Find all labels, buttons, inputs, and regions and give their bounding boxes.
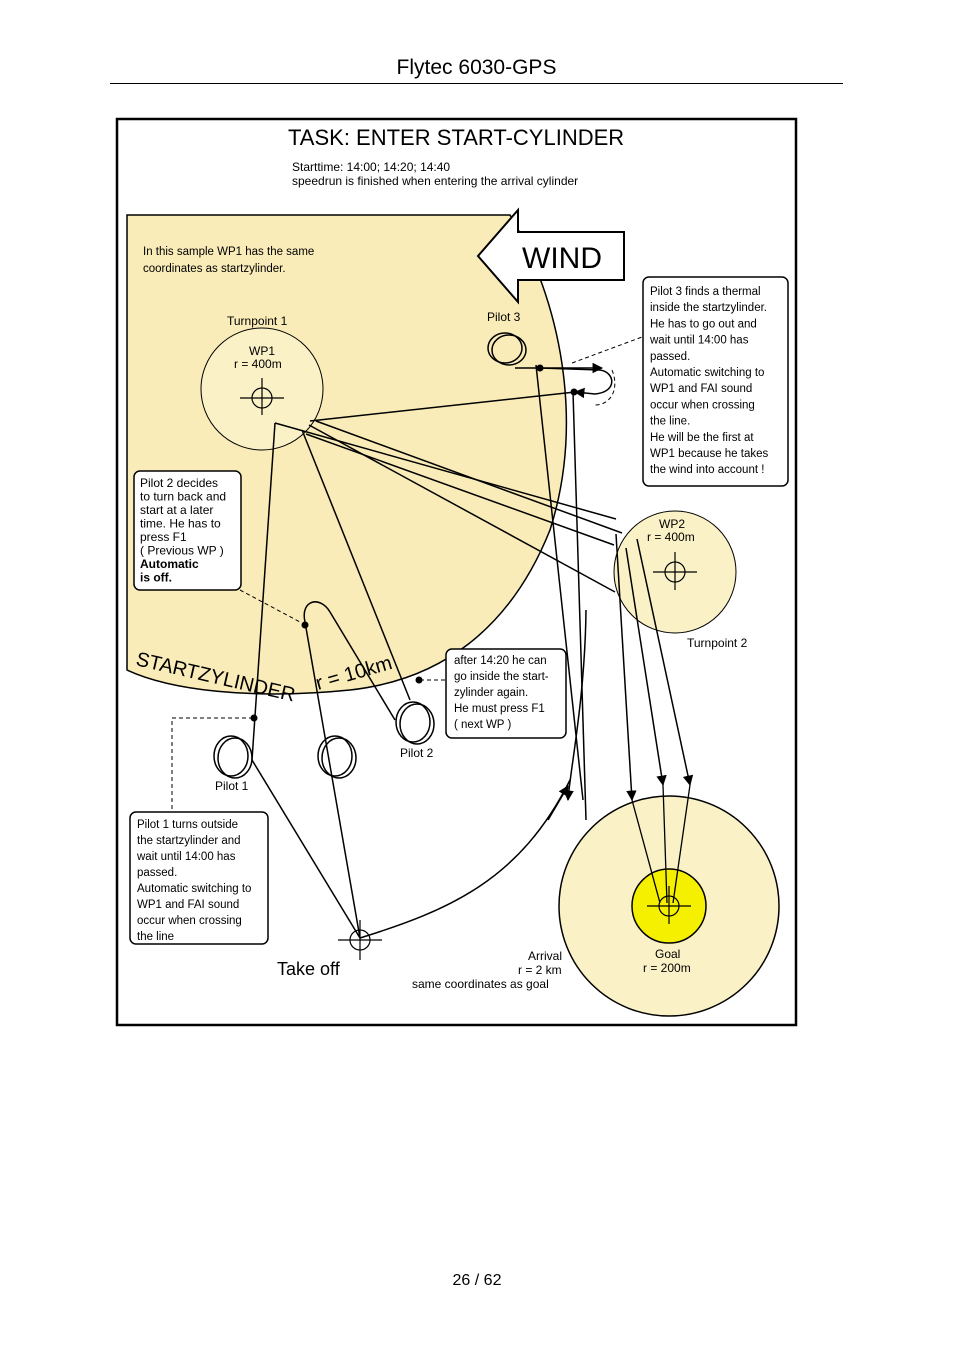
pilot3-box-line: WP1 because he takes [650, 448, 769, 460]
pilot3-box-line: passed. [650, 351, 690, 363]
pilot3-box-line: wait until 14:00 has [649, 335, 749, 347]
pilot1-box [129, 811, 269, 945]
diagram-subtitle-1: Starttime: 14:00; 14:20; 14:40 [292, 160, 450, 174]
after-box-line: He must press F1 [454, 703, 545, 715]
pilot3-box-line: Automatic switching to [650, 367, 764, 379]
wp1-crosshair-icon [240, 378, 284, 415]
pilot2-box-line: press F1 [140, 530, 187, 544]
after-box-line: ( next WP ) [454, 719, 511, 731]
pilot1-box-text: Pilot 1 turns outside the startzylinder a… [136, 819, 251, 943]
pilot3-label: Pilot 3 [487, 310, 521, 324]
arrival-note: same coordinates as goal [412, 977, 549, 991]
pilot2-box-line: time. He has to [140, 517, 221, 531]
sample-note-2: coordinates as startzylinder. [143, 263, 286, 275]
pilot3-box-line: the wind into account ! [650, 464, 764, 476]
after-box-line: go inside the start- [454, 671, 549, 683]
pilot3-box-line: the line. [650, 416, 690, 428]
goal-name: Goal [655, 947, 680, 961]
goal-crosshair-icon [647, 886, 691, 924]
after-box-line: zylinder again. [454, 687, 528, 699]
pilot2-label: Pilot 2 [400, 746, 434, 760]
pilot1-label: Pilot 1 [215, 779, 249, 793]
pilot3-box-line: WP1 and FAI sound [650, 383, 752, 395]
pilot2-box-line: Automatic [140, 557, 199, 571]
sample-note-1: In this sample WP1 has the same [143, 246, 314, 258]
after-box-text: after 14:20 he can go inside the start-zy… [454, 655, 549, 731]
pilot3-box-line: He will be the first at [650, 432, 754, 444]
pilot1-box-line: passed. [137, 867, 177, 879]
pilot3-box-line: occur when crossing [650, 399, 755, 411]
pilot3-box [642, 276, 789, 487]
pilot1-box-line: Pilot 1 turns outside [137, 819, 238, 831]
pilot3-box-text: Pilot 3 finds a thermal inside the startz… [649, 286, 769, 476]
pilot3-box-line: Pilot 3 finds a thermal [650, 286, 761, 298]
page-header-title: Flytec 6030-GPS [396, 56, 557, 79]
pilot1-box-line: the startzylinder and [137, 835, 241, 847]
pilot1-box-line: the line [137, 931, 174, 943]
after-box-line: after 14:20 he can [454, 655, 547, 667]
wp2-radius: r = 400m [647, 530, 695, 544]
after-box [445, 648, 567, 739]
arrival-radius: r = 2 km [518, 963, 562, 977]
pilot2-box-line: to turn back and [140, 490, 226, 504]
pilot3-box-line: He has to go out and [650, 318, 757, 330]
page-number: 26 / 62 [452, 1272, 502, 1289]
diagram-subtitle-2: speedrun is finished when entering the a… [292, 174, 578, 188]
wp2-name: WP2 [659, 517, 685, 531]
pilot3-box-line: inside the startzylinder. [650, 302, 767, 314]
pilot1-box-line: WP1 and FAI sound [137, 899, 239, 911]
pilot2-box-line: is off. [140, 571, 172, 585]
header-rule [110, 83, 843, 84]
takeoff-label: Take off [277, 959, 341, 979]
wp1-name: WP1 [249, 344, 275, 358]
pilot1-box-line: Automatic switching to [137, 883, 251, 895]
pilot2-box [133, 470, 242, 591]
turnpoint1-label: Turnpoint 1 [227, 314, 288, 328]
diagram-title: TASK: ENTER START-CYLINDER [288, 125, 624, 150]
pilot2-box-line: Pilot 2 decides [140, 476, 218, 490]
pilot1-box-line: occur when crossing [137, 915, 242, 927]
pilot2-box-line: start at a later [140, 503, 213, 517]
wp2-crosshair-icon [653, 552, 697, 590]
arrival-name: Arrival [528, 949, 562, 963]
turnpoint2-label: Turnpoint 2 [687, 636, 748, 650]
goal-radius: r = 200m [643, 961, 691, 975]
takeoff-crosshair-icon [338, 920, 382, 960]
wind-label: WIND [522, 242, 602, 275]
wind-arrow-icon [476, 207, 625, 305]
pilot1-box-line: wait until 14:00 has [136, 851, 236, 863]
wp1-radius: r = 400m [234, 357, 282, 371]
pilot2-box-line: ( Previous WP ) [140, 544, 224, 558]
